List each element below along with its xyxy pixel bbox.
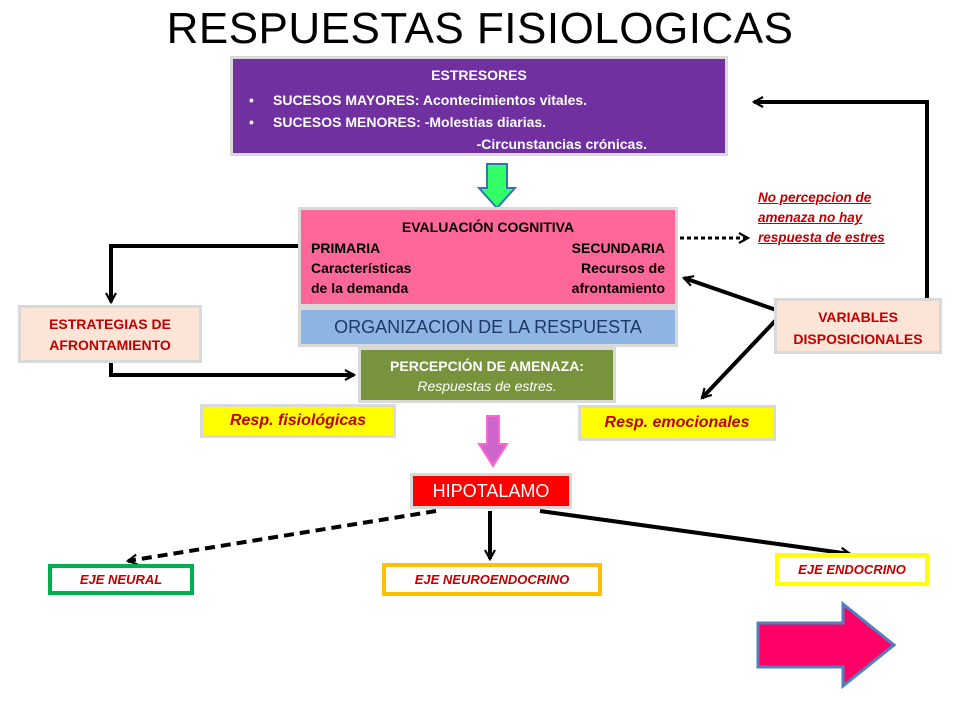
primaria-label: PRIMARIA xyxy=(311,240,381,256)
organizacion-respuesta-box: ORGANIZACION DE LA RESPUESTA xyxy=(298,307,678,347)
connector-variables-evaluacion xyxy=(684,278,783,314)
next-slide-arrow-icon[interactable] xyxy=(755,601,897,689)
no-percepcion-line2: amenaza no hay xyxy=(758,210,863,225)
list-item: SUCESOS MENORES: -Molestias diarias. xyxy=(245,111,713,133)
no-percepcion-line3: respuesta de estres xyxy=(758,230,885,245)
estresores-box: ESTRESORES SUCESOS MAYORES: Acontecimien… xyxy=(230,56,728,156)
estresores-header: ESTRESORES xyxy=(431,67,527,83)
percepcion-subtitle: Respuestas de estres. xyxy=(417,378,557,394)
percepcion-title: PERCEPCIÓN DE AMENAZA: xyxy=(390,358,584,374)
hipotalamo-box: HIPOTALAMO xyxy=(410,473,572,509)
list-item: SUCESOS MAYORES: Acontecimientos vitales… xyxy=(245,89,713,111)
resp-fisiologicas-box: Resp. fisiológicas xyxy=(200,404,396,438)
dashed-connector-eje-neural xyxy=(128,509,437,561)
demanda-label: de la demanda xyxy=(311,280,409,296)
connector-evaluacion-estrategias xyxy=(111,244,298,302)
evaluacion-cognitiva-box: EVALUACIÓN COGNITIVA PRIMARIA SECUNDARIA… xyxy=(298,207,678,307)
connector-estrategias-percepcion xyxy=(109,363,354,375)
estresores-extra: -Circunstancias crónicas. xyxy=(476,136,647,152)
eje-neuroendocrino-box: EJE NEUROENDOCRINO xyxy=(382,563,602,596)
estrategias-line2: AFRONTAMIENTO xyxy=(49,337,171,353)
green-down-arrow-icon xyxy=(476,163,518,210)
eje-neural-box: EJE NEURAL xyxy=(48,564,194,595)
variables-line2: DISPOSICIONALES xyxy=(793,331,923,347)
variables-disposicionales-box: VARIABLES DISPOSICIONALES xyxy=(774,298,942,354)
no-percepcion-line1: No percepcion de xyxy=(758,190,872,205)
percepcion-amenaza-box: PERCEPCIÓN DE AMENAZA: Respuestas de est… xyxy=(358,347,616,403)
no-percepcion-note: No percepcion de amenaza no hay respuest… xyxy=(758,188,918,248)
recursos-label: Recursos de xyxy=(580,260,665,276)
estrategias-line1: ESTRATEGIAS DE xyxy=(49,316,171,332)
resp-emocionales-box: Resp. emocionales xyxy=(578,405,776,441)
afrontamiento-label: afrontamiento xyxy=(571,280,665,296)
page-title: RESPUESTAS FISIOLOGICAS xyxy=(166,4,794,53)
estresores-list: SUCESOS MAYORES: Acontecimientos vitales… xyxy=(245,89,713,133)
purple-down-arrow-icon xyxy=(477,415,509,468)
connector-variables-resp-emocionales xyxy=(702,318,778,398)
estrategias-afrontamiento-box: ESTRATEGIAS DE AFRONTAMIENTO xyxy=(18,305,202,363)
variables-line1: VARIABLES xyxy=(818,309,898,325)
evaluacion-header: EVALUACIÓN COGNITIVA xyxy=(401,219,575,235)
eje-endocrino-box: EJE ENDOCRINO xyxy=(775,553,929,586)
connector-eje-endocrino xyxy=(539,509,850,554)
caracteristicas-label: Características xyxy=(311,260,412,276)
secundaria-label: SECUNDARIA xyxy=(571,240,665,256)
